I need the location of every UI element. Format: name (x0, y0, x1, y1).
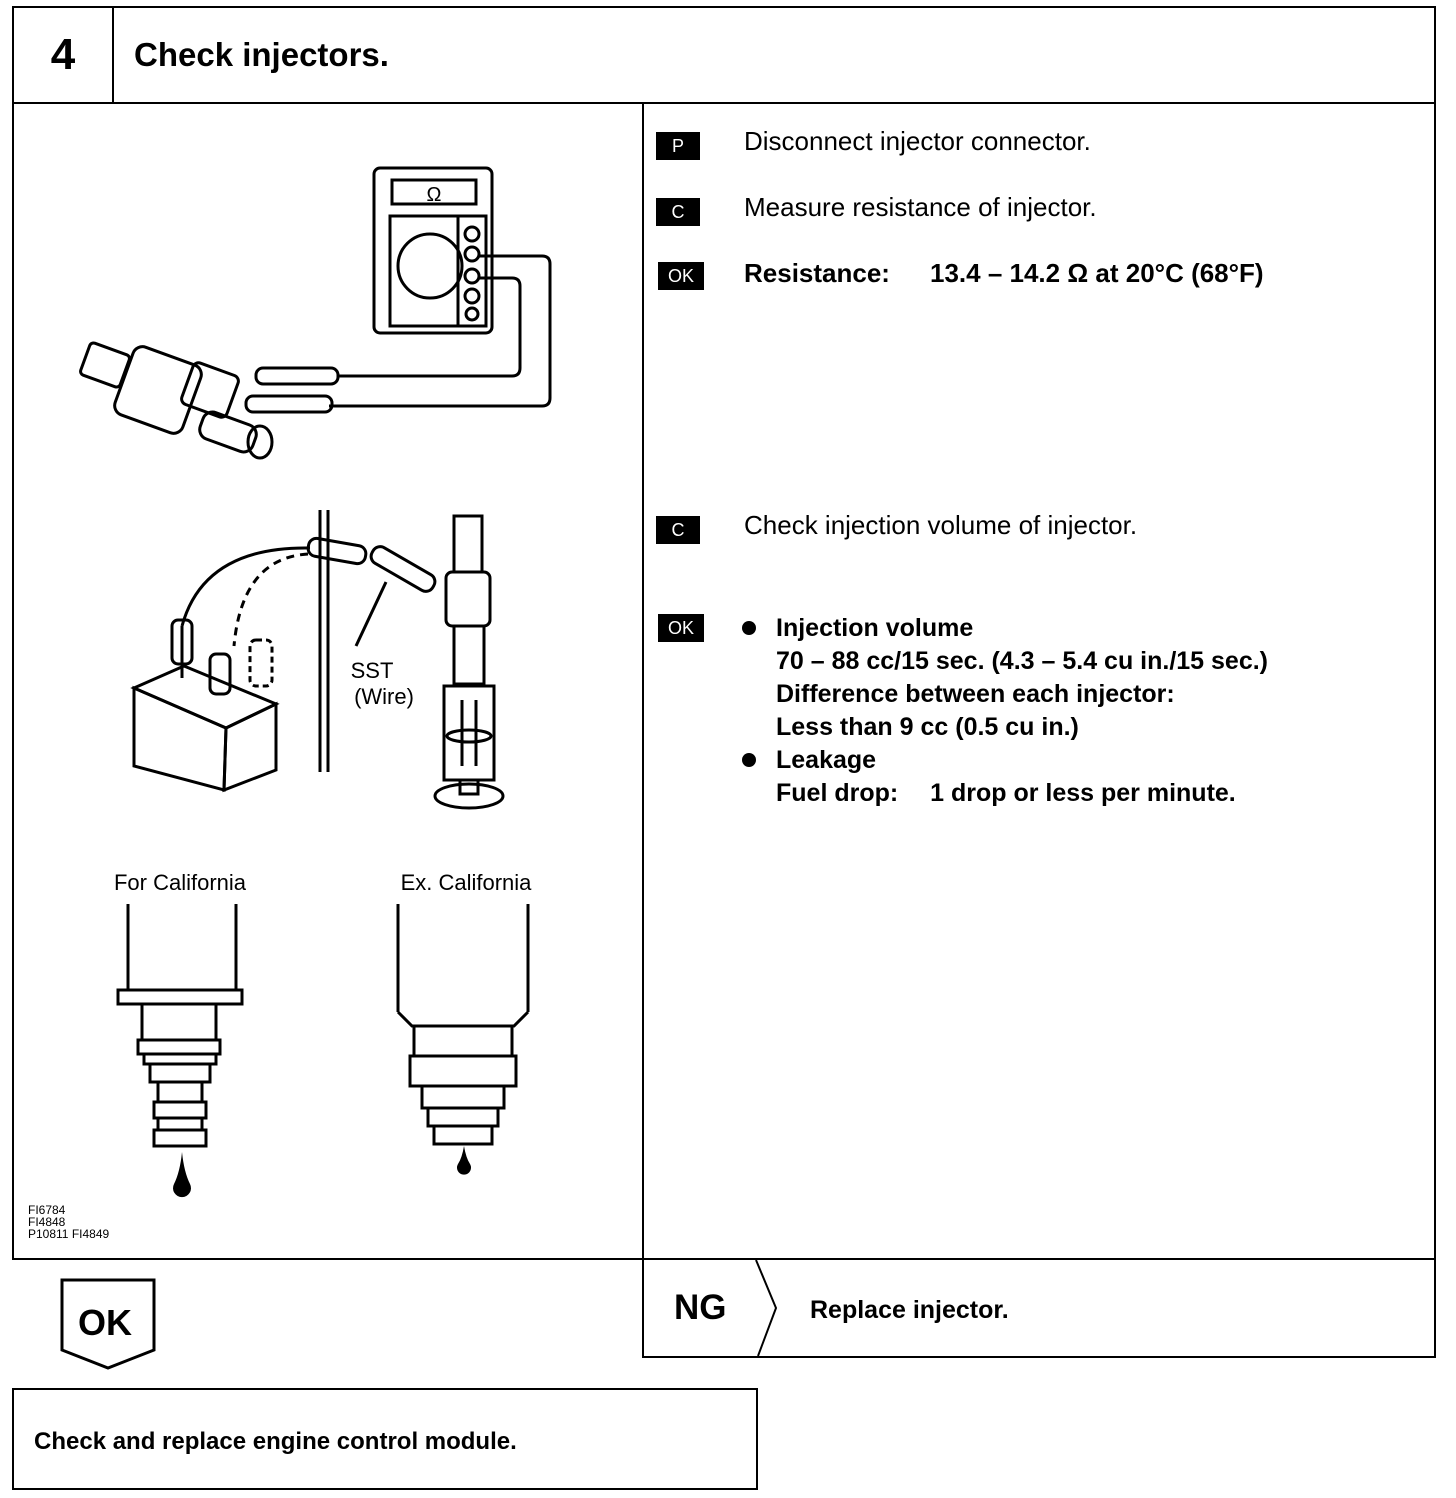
fuel-drop-icon (173, 1152, 191, 1198)
clip-icon (170, 618, 194, 666)
ok-action: Check and replace engine control module. (34, 1428, 517, 1455)
ok-action-box: Check and replace engine control module. (12, 1388, 758, 1490)
ok-label: OK (78, 1302, 132, 1343)
probe-icon (254, 366, 340, 386)
sst-wire-icon (180, 546, 311, 627)
spec-difference-label: Difference between each injector: (776, 680, 1175, 708)
spec-fuel-drop-label: Fuel drop: (776, 779, 899, 807)
ng-action: Replace injector. (810, 1296, 1009, 1324)
clip-icon (248, 638, 274, 688)
injector-icon (79, 341, 274, 460)
ng-label: NG (674, 1288, 727, 1327)
figure-code: FI6784 (28, 1203, 66, 1217)
badge-ok-2: OK (658, 614, 704, 642)
badge-c: C (656, 198, 700, 226)
step-header: 4 Check injectors. (12, 6, 1436, 104)
clip-icon (208, 652, 232, 696)
injector-tip-ex-california-icon (396, 904, 530, 1146)
badge-p: P (656, 132, 700, 160)
measuring-cylinder-icon (433, 514, 505, 810)
spec-injection-volume-value: 70 – 88 cc/15 sec. (4.3 – 5.4 cu in./15 … (776, 647, 1269, 675)
ok-tag (60, 1278, 156, 1370)
ohmmeter-icon (372, 166, 494, 335)
column-divider (642, 104, 644, 1356)
spec-fuel-drop-value: 1 drop or less per minute. (930, 779, 1236, 807)
injector-illustrations: Ω SST (Wire) For California Ex. Californ… (79, 166, 552, 1198)
resistance-value: 13.4 – 14.2 Ω at 20°C (68°F) (930, 258, 1264, 288)
spec-difference-value: Less than 9 cc (0.5 cu in.) (776, 713, 1079, 741)
badge-ok: OK (658, 262, 704, 290)
injector-tip-california-icon (116, 904, 244, 1148)
instruction-measure: Measure resistance of injector. (744, 192, 1097, 222)
ohm-symbol: Ω (427, 184, 442, 206)
battery-icon (130, 664, 280, 793)
step-title: Check injectors. (134, 36, 389, 73)
figure-codes: FI6784 FI4848 P10811 FI4849 (28, 1204, 109, 1240)
bullet-icon (742, 753, 756, 767)
chevron-right-icon (755, 1260, 778, 1356)
label-ex-california: Ex. California (401, 870, 533, 895)
badge-c-2: C (656, 516, 700, 544)
probe-icon (244, 394, 334, 414)
resistance-label: Resistance: (744, 258, 890, 288)
instruction-check-volume: Check injection volume of injector. (744, 510, 1138, 540)
figure-code: FI4848 (28, 1215, 66, 1229)
ng-box: NG Replace injector. (642, 1258, 1436, 1358)
wire-label: (Wire) (354, 684, 414, 709)
spec-block: Injection volume 70 – 88 cc/15 sec. (4.3… (742, 612, 1269, 810)
sst-label: SST (351, 658, 394, 683)
instruction-disconnect: Disconnect injector connector. (744, 126, 1091, 156)
step-number: 4 (14, 8, 114, 102)
spec-leakage-title: Leakage (776, 746, 877, 774)
spec-injection-volume-title: Injection volume (776, 614, 974, 642)
test-lead-icon (329, 254, 552, 408)
fuel-drop-icon (457, 1146, 472, 1175)
test-lead-icon (339, 276, 522, 378)
figure-code: P10811 FI4849 (28, 1227, 110, 1241)
bullet-icon (742, 621, 756, 635)
label-for-california: For California (114, 870, 247, 895)
